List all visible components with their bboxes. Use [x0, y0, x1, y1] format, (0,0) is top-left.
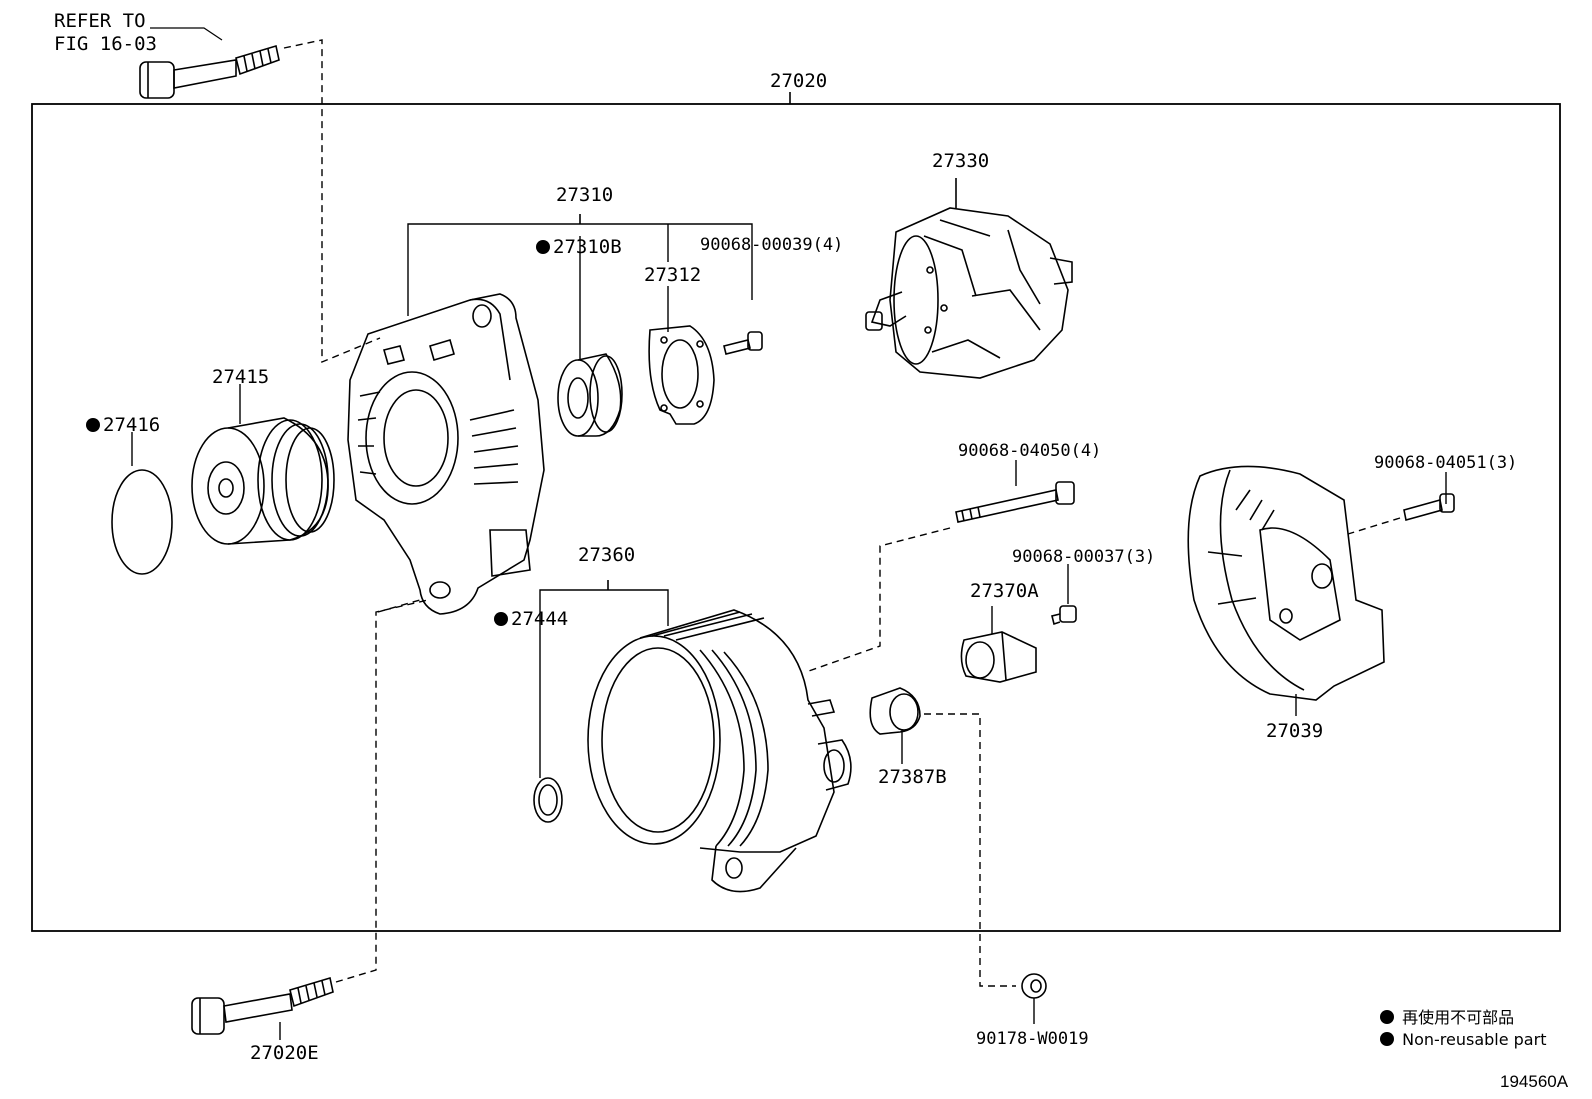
rectifier-end-frame-27360	[587, 609, 852, 893]
assembly-box-27020	[31, 103, 1561, 932]
retainer-plate-27312	[648, 325, 715, 425]
rear-cover-27039	[1187, 465, 1385, 716]
screw-90068-00037	[1051, 564, 1077, 626]
label-27387B[interactable]: 27387B	[878, 766, 947, 788]
label-27444[interactable]: 27444	[494, 608, 568, 630]
non-reusable-dot-icon	[536, 240, 550, 254]
non-reusable-dot-icon	[1380, 1010, 1394, 1024]
label-90178-W0019[interactable]: 90178-W0019	[976, 1029, 1089, 1049]
non-reusable-dot-icon	[494, 612, 508, 626]
bolt-90068-04051	[1403, 472, 1455, 522]
nut-90178-W0019	[1021, 973, 1047, 1024]
label-27310B-text: 27310B	[553, 236, 622, 258]
non-reusable-dot-icon	[1380, 1032, 1394, 1046]
label-90068-04050[interactable]: 90068-04050(4)	[958, 441, 1102, 461]
label-27039[interactable]: 27039	[1266, 720, 1324, 742]
refer-text-line2: FIG 16-03	[54, 33, 157, 55]
label-27330[interactable]: 27330	[932, 150, 990, 172]
figure-id: 194560A	[1500, 1072, 1569, 1091]
insulator-27387B	[869, 687, 921, 764]
non-reusable-dot-icon	[86, 418, 100, 432]
label-27416-text: 27416	[103, 414, 161, 436]
label-90068-04051[interactable]: 90068-04051(3)	[1374, 453, 1518, 473]
label-27312[interactable]: 27312	[644, 264, 702, 286]
bolt-90068-04050	[955, 460, 1075, 523]
legend-jp-text: 再使用不可部品	[1402, 1008, 1515, 1027]
refer-text-line1: REFER TO	[54, 10, 146, 32]
label-27360[interactable]: 27360	[578, 544, 636, 566]
pulley-27415	[191, 417, 335, 545]
label-27416[interactable]: 27416	[86, 414, 160, 436]
bolt-27020E	[191, 976, 334, 1040]
drive-end-frame	[347, 293, 545, 615]
label-27444-text: 27444	[511, 608, 569, 630]
label-27310[interactable]: 27310	[556, 184, 614, 206]
legend-en-text: Non-reusable part	[1402, 1030, 1547, 1049]
bolt-top	[139, 44, 280, 99]
label-27370A[interactable]: 27370A	[970, 580, 1039, 602]
label-27310B[interactable]: 27310B	[536, 236, 622, 258]
label-90068-00039[interactable]: 90068-00039(4)	[700, 235, 844, 255]
label-27020E[interactable]: 27020E	[250, 1042, 319, 1064]
brush-holder-27370A	[960, 606, 1037, 683]
cap-27416	[111, 469, 173, 575]
rotor-27330	[865, 178, 1073, 379]
label-27020[interactable]: 27020	[770, 70, 828, 92]
legend-jp: 再使用不可部品	[1380, 1004, 1514, 1028]
legend-en: Non-reusable part	[1380, 1030, 1546, 1049]
ring-27444	[533, 777, 563, 823]
screw-90068-00039	[723, 331, 763, 355]
bearing-27310B	[557, 353, 623, 437]
label-90068-00037[interactable]: 90068-00037(3)	[1012, 547, 1156, 567]
label-27415[interactable]: 27415	[212, 366, 270, 388]
